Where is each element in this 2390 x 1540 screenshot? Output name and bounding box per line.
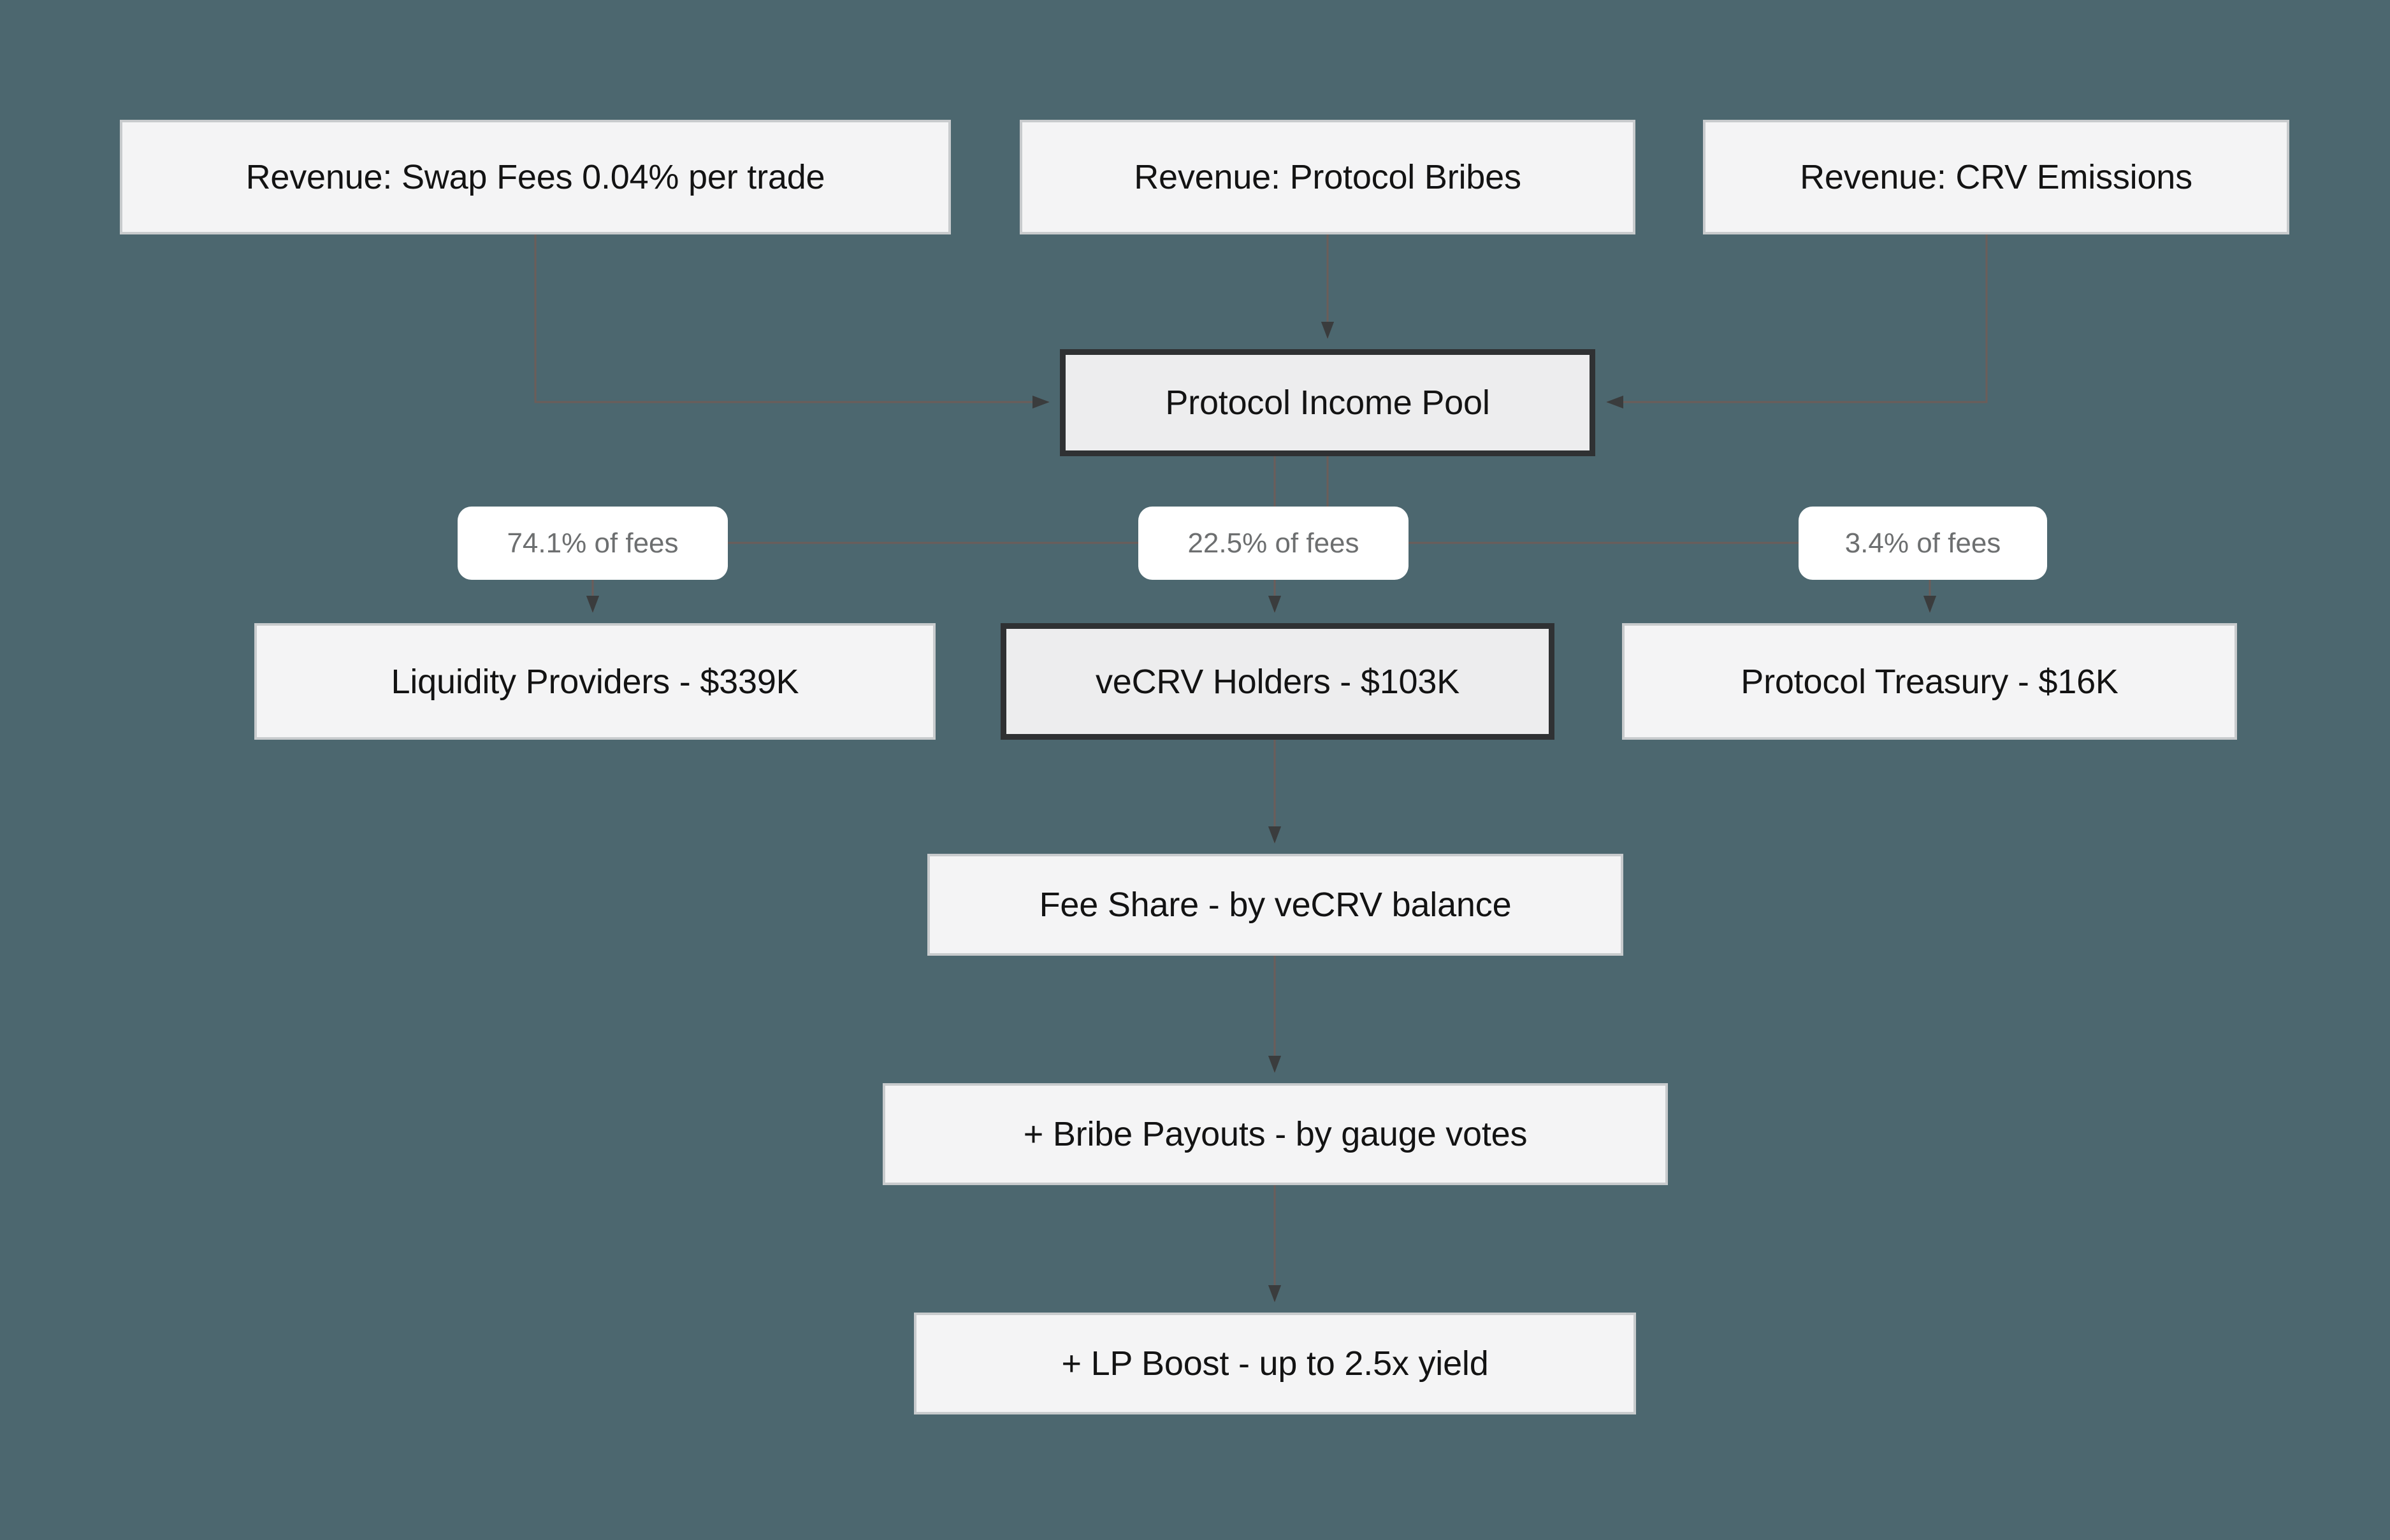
node-label: + Bribe Payouts - by gauge votes xyxy=(1023,1115,1528,1153)
node-fee-share[interactable]: Fee Share - by veCRV balance xyxy=(927,854,1623,956)
node-protocol-treasury[interactable]: Protocol Treasury - $16K xyxy=(1622,623,2237,740)
node-lp-boost[interactable]: + LP Boost - up to 2.5x yield xyxy=(914,1313,1636,1414)
node-label: Revenue: Protocol Bribes xyxy=(1134,158,1521,196)
edge-label-protocol-treasury: 3.4% of fees xyxy=(1799,507,2047,580)
node-label: + LP Boost - up to 2.5x yield xyxy=(1061,1344,1489,1383)
edge-swap-to-pool xyxy=(534,234,1050,409)
edge-label-liquidity-providers: 74.1% of fees xyxy=(458,507,728,580)
node-crv-emissions[interactable]: Revenue: CRV Emissions xyxy=(1703,120,2289,234)
node-protocol-income-pool[interactable]: Protocol Income Pool xyxy=(1060,349,1595,456)
node-liquidity-providers[interactable]: Liquidity Providers - $339K xyxy=(254,623,936,740)
edge-label-text: 3.4% of fees xyxy=(1844,527,2001,559)
node-vecrv-holders[interactable]: veCRV Holders - $103K xyxy=(1001,623,1554,740)
node-label: Revenue: CRV Emissions xyxy=(1800,158,2192,196)
node-label: Liquidity Providers - $339K xyxy=(391,662,799,701)
node-label: Protocol Income Pool xyxy=(1165,384,1490,422)
node-label: Revenue: Swap Fees 0.04% per trade xyxy=(245,158,825,196)
edge-emissions-to-pool xyxy=(1606,234,1988,409)
edge-label-vecrv-holders: 22.5% of fees xyxy=(1138,507,1409,580)
node-swap-fees[interactable]: Revenue: Swap Fees 0.04% per trade xyxy=(120,120,951,234)
node-bribe-payouts[interactable]: + Bribe Payouts - by gauge votes xyxy=(883,1083,1668,1185)
edge-label-text: 74.1% of fees xyxy=(507,527,679,559)
node-protocol-bribes[interactable]: Revenue: Protocol Bribes xyxy=(1020,120,1635,234)
node-label: veCRV Holders - $103K xyxy=(1095,662,1460,701)
node-label: Fee Share - by veCRV balance xyxy=(1039,886,1512,924)
node-label: Protocol Treasury - $16K xyxy=(1741,662,2118,701)
edge-label-text: 22.5% of fees xyxy=(1187,527,1359,559)
